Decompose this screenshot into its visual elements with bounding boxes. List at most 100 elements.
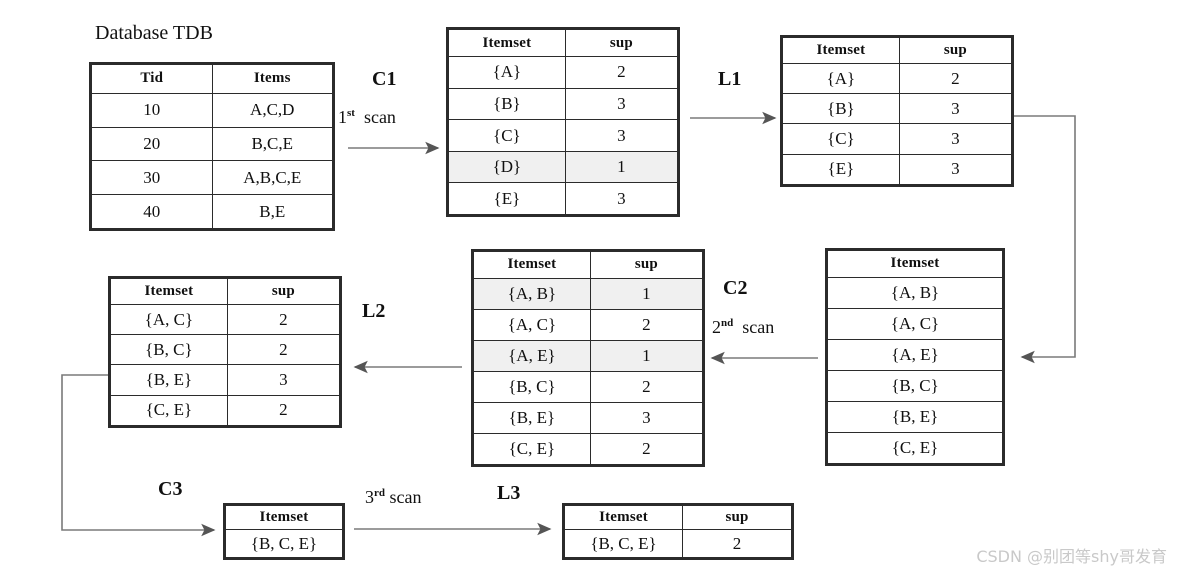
tdb-cell-tid: 40 <box>91 194 213 229</box>
tdb-body: Tid Items 10 A,C,D 20 B,C,E 30 A,B,C,E 4… <box>91 64 333 229</box>
l2-cell-sup: 2 <box>226 394 341 427</box>
scan1-number: 1 <box>338 107 347 127</box>
c2-cell-itemset: {C, E} <box>473 432 591 466</box>
l2-header-itemset: Itemset <box>110 278 228 305</box>
tdb-cell-tid: 20 <box>91 126 213 162</box>
scan2-ordinal-suffix: nd <box>721 317 734 329</box>
table-c3: Itemset {B, C, E} <box>223 503 345 560</box>
c2-cell-itemset: {A, C} <box>473 308 591 341</box>
l1-cell-itemset: {B} <box>782 93 900 125</box>
c2cand-cell-itemset: {B, E} <box>827 400 1003 433</box>
label-c3: C3 <box>158 478 183 500</box>
table-row-pruned: {A, B} 1 <box>473 277 704 310</box>
tdb-cell-tid: 30 <box>91 160 213 196</box>
c1-cell-sup: 2 <box>564 56 679 89</box>
table-row: 10 A,C,D <box>91 92 333 128</box>
l3-header-sup: sup <box>682 505 792 530</box>
l3-cell-sup: 2 <box>682 529 792 558</box>
table-row: 20 B,C,E <box>91 126 333 162</box>
c2cand-cell-itemset: {C, E} <box>827 431 1003 465</box>
c2-candidates-body: Itemset {A, B} {A, C} {A, E} {B, C} {B, … <box>827 250 1003 465</box>
c2-cell-sup: 2 <box>589 432 704 466</box>
l2-cell-itemset: {B, E} <box>110 364 228 396</box>
table-row: 40 B,E <box>91 194 333 229</box>
c2-cell-sup: 2 <box>589 308 704 341</box>
l1-cell-sup: 3 <box>898 153 1013 186</box>
l2-cell-sup: 3 <box>226 364 341 396</box>
table-l1: Itemset sup {A} 2 {B} 3 {C} 3 {E} 3 <box>780 35 1014 187</box>
c2-cell-sup: 1 <box>589 277 704 310</box>
c1-cell-itemset: {A} <box>448 56 566 89</box>
label-scan1: 1st scan <box>338 107 396 128</box>
l3-cell-itemset: {B, C, E} <box>563 529 684 558</box>
c1-body: Itemset sup {A} 2 {B} 3 {C} 3 {D} 1 <box>448 28 679 215</box>
c3-header-itemset: Itemset <box>225 505 343 530</box>
table-row: {A, C} <box>827 307 1003 340</box>
table-row: {C} 3 <box>448 119 679 152</box>
c2-cell-sup: 2 <box>589 370 704 403</box>
table-row: {C, E} <box>827 431 1003 465</box>
label-scan3: 3rd scan <box>365 487 421 508</box>
table-row: {E} 3 <box>782 153 1013 186</box>
table-l3: Itemset sup {B, C, E} 2 <box>562 503 794 560</box>
label-c1: C1 <box>372 68 397 90</box>
l2-cell-sup: 2 <box>226 334 341 366</box>
label-l3: L3 <box>497 482 521 504</box>
table-row: {A} 2 <box>782 62 1013 95</box>
label-scan2: 2nd scan <box>712 317 774 338</box>
c1-cell-itemset: {C} <box>448 119 566 152</box>
c2-cell-sup: 1 <box>589 339 704 372</box>
label-l2: L2 <box>362 300 386 322</box>
scan1-ordinal-suffix: st <box>347 107 355 119</box>
scan1-word: scan <box>363 107 396 127</box>
c2-cell-sup: 3 <box>589 401 704 434</box>
c1-cell-itemset: {B} <box>448 87 566 121</box>
c1-header-itemset: Itemset <box>448 28 566 58</box>
table-header-row: Tid Items <box>91 64 333 94</box>
l2-cell-itemset: {C, E} <box>110 394 228 427</box>
table-header-row: Itemset <box>225 505 343 530</box>
c1-header-sup: sup <box>564 28 679 58</box>
table-row: {B, E} 3 <box>110 364 341 396</box>
l2-cell-sup: 2 <box>226 303 341 336</box>
c2-header-sup: sup <box>589 251 704 279</box>
l1-cell-sup: 3 <box>898 123 1013 155</box>
l3-header-itemset: Itemset <box>563 505 684 530</box>
table-row: {B, C, E} 2 <box>563 529 792 558</box>
l3-body: Itemset sup {B, C, E} 2 <box>563 505 792 558</box>
table-header-row: Itemset sup <box>563 505 792 530</box>
table-row-pruned: {A, E} 1 <box>473 339 704 372</box>
l2-header-sup: sup <box>226 278 341 305</box>
c2cand-cell-itemset: {A, E} <box>827 338 1003 371</box>
c2-cell-itemset: {B, E} <box>473 401 591 434</box>
c1-cell-sup: 3 <box>564 87 679 121</box>
c3-body: Itemset {B, C, E} <box>225 505 343 558</box>
c2-cell-itemset: {A, B} <box>473 277 591 310</box>
l1-cell-itemset: {C} <box>782 123 900 155</box>
table-row: {A, B} <box>827 276 1003 309</box>
tdb-cell-items: B,E <box>211 194 333 229</box>
table-l2: Itemset sup {A, C} 2 {B, C} 2 {B, E} 3 {… <box>108 276 342 428</box>
tdb-cell-items: A,B,C,E <box>211 160 333 196</box>
table-row-pruned: {D} 1 <box>448 150 679 184</box>
c2-cell-itemset: {A, E} <box>473 339 591 372</box>
table-row: {B, E} 3 <box>473 401 704 434</box>
table-row: {E} 3 <box>448 182 679 215</box>
scan2-number: 2 <box>712 317 721 337</box>
scan3-number: 3 <box>365 487 374 507</box>
l1-cell-itemset: {A} <box>782 62 900 95</box>
watermark: CSDN @别团等shy哥发育 <box>976 547 1167 566</box>
table-row: {B} 3 <box>782 93 1013 125</box>
table-row: {B} 3 <box>448 87 679 121</box>
l1-body: Itemset sup {A} 2 {B} 3 {C} 3 {E} 3 <box>782 37 1013 186</box>
table-c2-candidates: Itemset {A, B} {A, C} {A, E} {B, C} {B, … <box>825 248 1005 466</box>
table-header-row: Itemset sup <box>473 251 704 279</box>
l1-cell-sup: 2 <box>898 62 1013 95</box>
c2cand-cell-itemset: {A, C} <box>827 307 1003 340</box>
scan3-word: scan <box>389 487 422 507</box>
l1-cell-itemset: {E} <box>782 153 900 186</box>
l1-header-itemset: Itemset <box>782 37 900 64</box>
table-c1: Itemset sup {A} 2 {B} 3 {C} 3 {D} 1 <box>446 27 680 217</box>
table-c2: Itemset sup {A, B} 1 {A, C} 2 {A, E} 1 {… <box>471 249 705 467</box>
